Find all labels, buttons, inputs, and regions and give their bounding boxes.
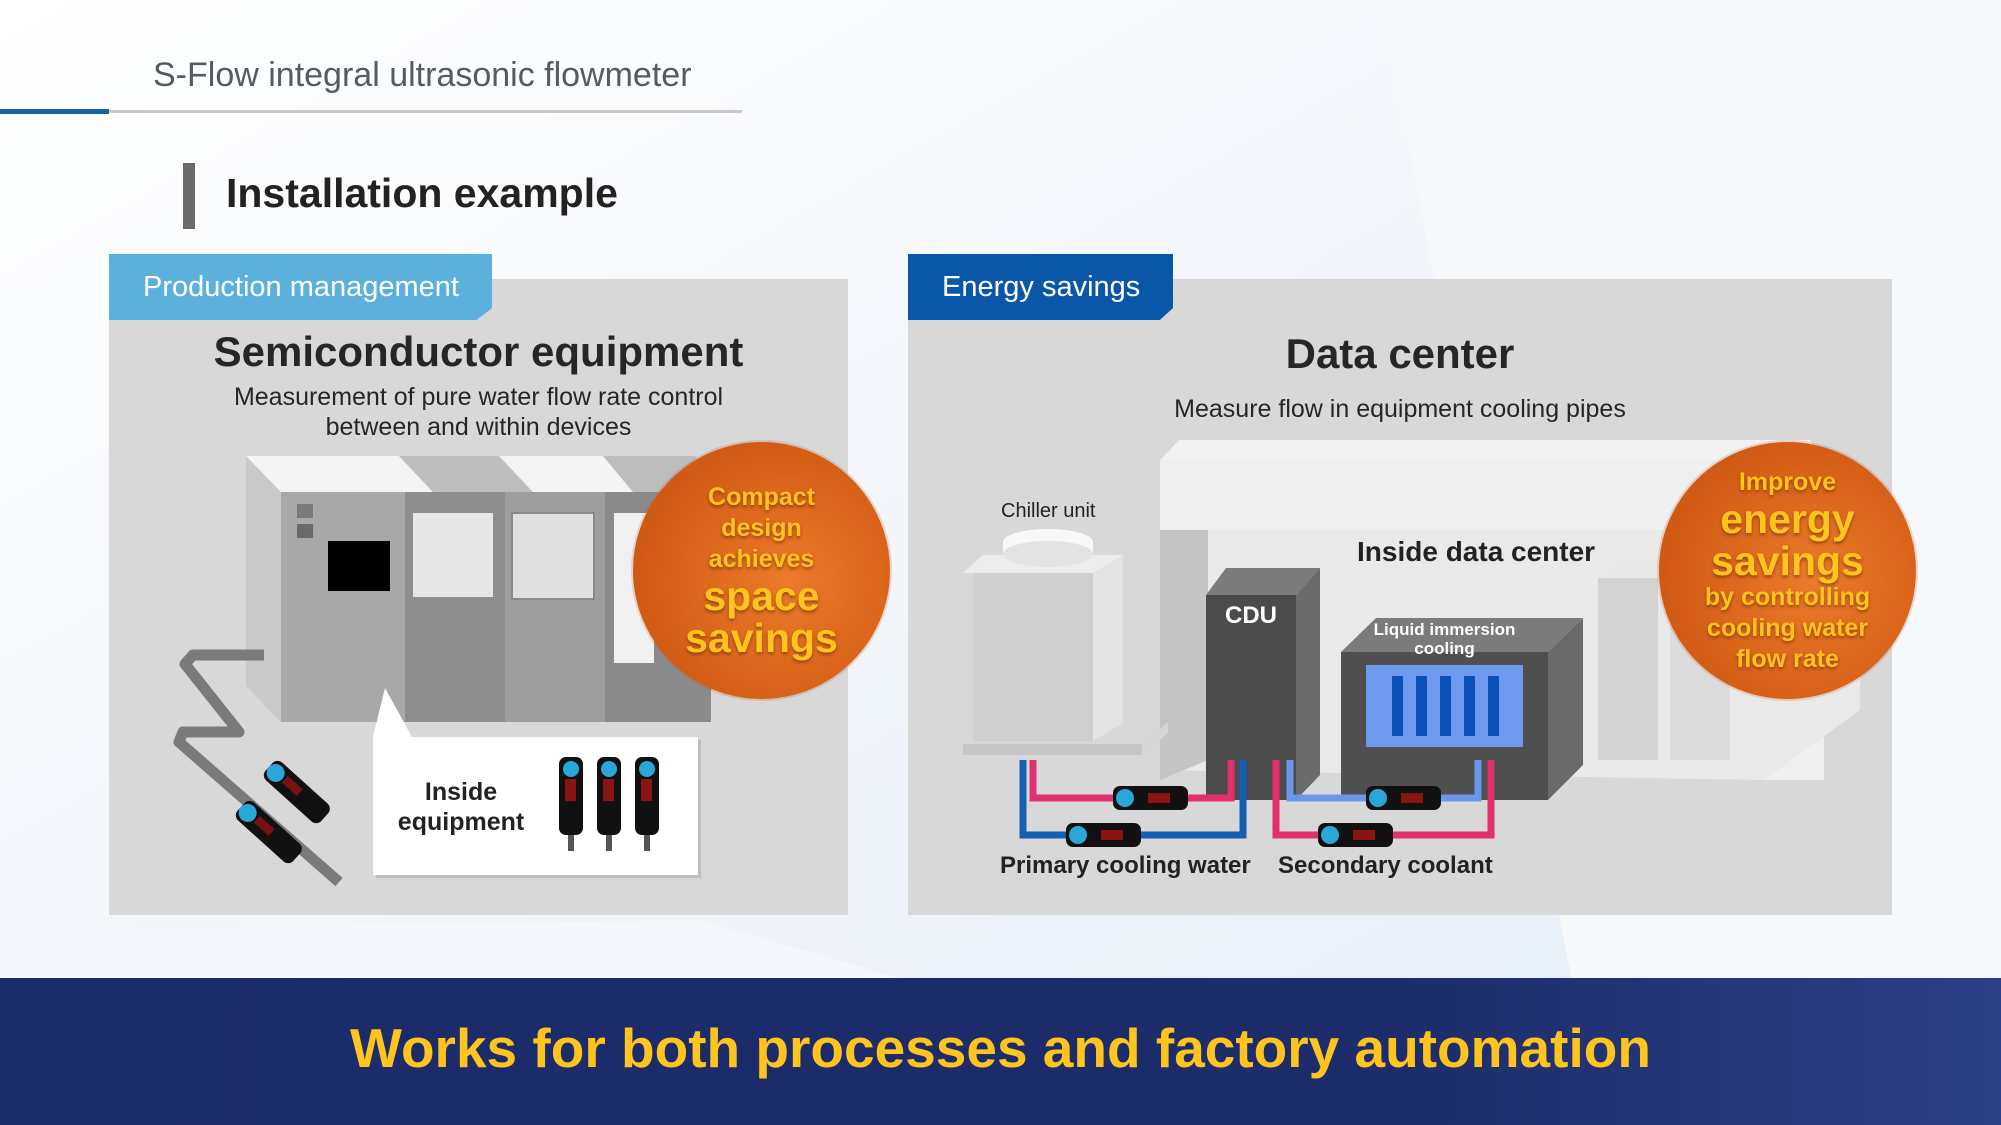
primary-cooling-water-label: Primary cooling water: [1000, 852, 1251, 879]
badge-big-1: space: [703, 573, 820, 619]
footer-tagline: Works for both processes and factory aut…: [350, 1017, 1651, 1079]
title-divider: [0, 110, 742, 113]
callout-label: Inside equipment: [391, 777, 531, 837]
left-panel-subtitle-2: between and within devices: [325, 413, 632, 441]
callout-line-2: equipment: [397, 808, 525, 836]
callout-line-1: Inside: [424, 778, 498, 806]
tag-energy-savings: Energy savings: [908, 254, 1173, 320]
space-savings-badge: Compact design achieves space savings: [633, 442, 890, 699]
cdu-label: CDU: [1225, 602, 1277, 629]
immersion-line-2: cooling: [1414, 639, 1475, 658]
badge-big-1: energy: [1720, 495, 1855, 542]
document-title: S-Flow integral ultrasonic flowmeter: [153, 56, 692, 94]
badge-line-2: by controlling: [1704, 582, 1871, 611]
immersion-cooling-label: Liquid immersion cooling: [1341, 620, 1548, 658]
secondary-coolant-label: Secondary coolant: [1278, 852, 1493, 879]
left-panel-title: Semiconductor equipment: [213, 328, 744, 375]
left-panel-subtitle-1: Measurement of pure water flow rate cont…: [233, 383, 724, 411]
badge-big-2: savings: [685, 615, 838, 661]
inside-data-center-label: Inside data center: [1357, 536, 1596, 567]
badge-line-2: design: [721, 514, 802, 542]
badge-line-1: Improve: [1738, 467, 1837, 496]
badge-line-4: flow rate: [1736, 644, 1839, 673]
badge-big-2: savings: [1711, 537, 1864, 584]
immersion-line-1: Liquid immersion: [1373, 620, 1516, 639]
title-divider-accent: [0, 109, 109, 114]
badge-line-3: achieves: [708, 545, 815, 573]
badge-line-3: cooling water: [1706, 613, 1869, 642]
chiller-unit-label: Chiller unit: [1001, 500, 1096, 522]
right-panel-title: Data center: [1285, 330, 1515, 377]
right-panel-subtitle: Measure flow in equipment cooling pipes: [1174, 395, 1626, 423]
section-marker: [183, 163, 195, 229]
footer-banner: Works for both processes and factory aut…: [0, 978, 2001, 1125]
energy-savings-badge: Improve energy savings by controlling co…: [1659, 442, 1916, 699]
callout-sensors: [559, 757, 659, 851]
section-title: Installation example: [226, 170, 618, 216]
badge-line-1: Compact: [708, 483, 815, 511]
tag-production-management: Production management: [109, 254, 492, 320]
